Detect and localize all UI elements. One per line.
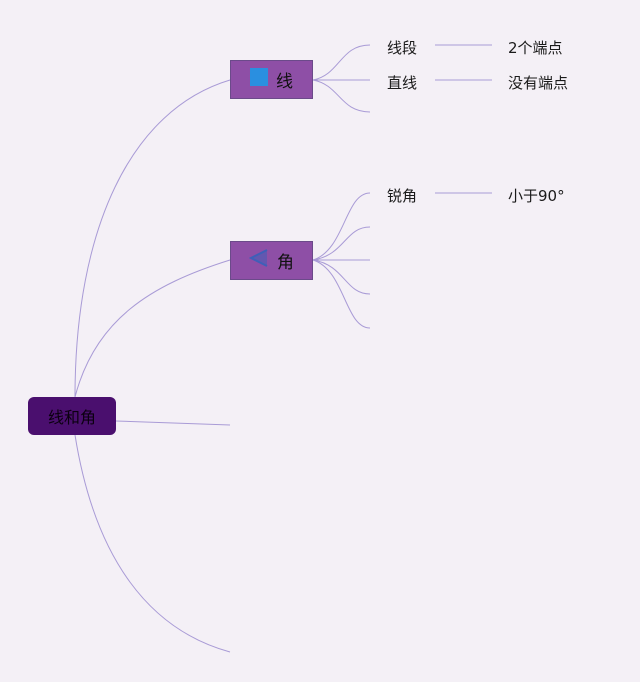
- connector-root-line: [74, 79, 231, 398]
- connector-angle-child-5: [312, 259, 371, 329]
- detail-segment[interactable]: 2个端点: [508, 39, 563, 57]
- connector-root-empty-2: [74, 434, 231, 653]
- leaf-acute-angle[interactable]: 锐角: [387, 187, 418, 205]
- branch-node-line[interactable]: 线: [230, 60, 313, 99]
- connector-root-angle: [74, 259, 231, 398]
- leaf-segment[interactable]: 线段: [387, 39, 418, 57]
- root-node[interactable]: 线和角: [28, 397, 116, 435]
- leaf-straight-line[interactable]: 直线: [387, 74, 418, 92]
- blue-square-icon: [250, 68, 268, 91]
- connector-root-empty-1: [115, 420, 231, 426]
- connector-line-child-3: [312, 79, 371, 113]
- detail-straight-line[interactable]: 没有端点: [508, 74, 569, 92]
- connector-angle-child-1: [312, 192, 371, 261]
- connector-line-child-1: [312, 44, 371, 81]
- branch-node-angle[interactable]: 角: [230, 241, 313, 280]
- connector-angle-child-4: [312, 259, 371, 295]
- root-label: 线和角: [47, 408, 96, 427]
- branch-label-line: 线: [276, 72, 293, 92]
- angle-icon: [248, 249, 269, 272]
- detail-acute-angle[interactable]: 小于90°: [508, 187, 565, 205]
- branch-label-angle: 角: [277, 253, 294, 273]
- connector-angle-child-2: [312, 226, 371, 261]
